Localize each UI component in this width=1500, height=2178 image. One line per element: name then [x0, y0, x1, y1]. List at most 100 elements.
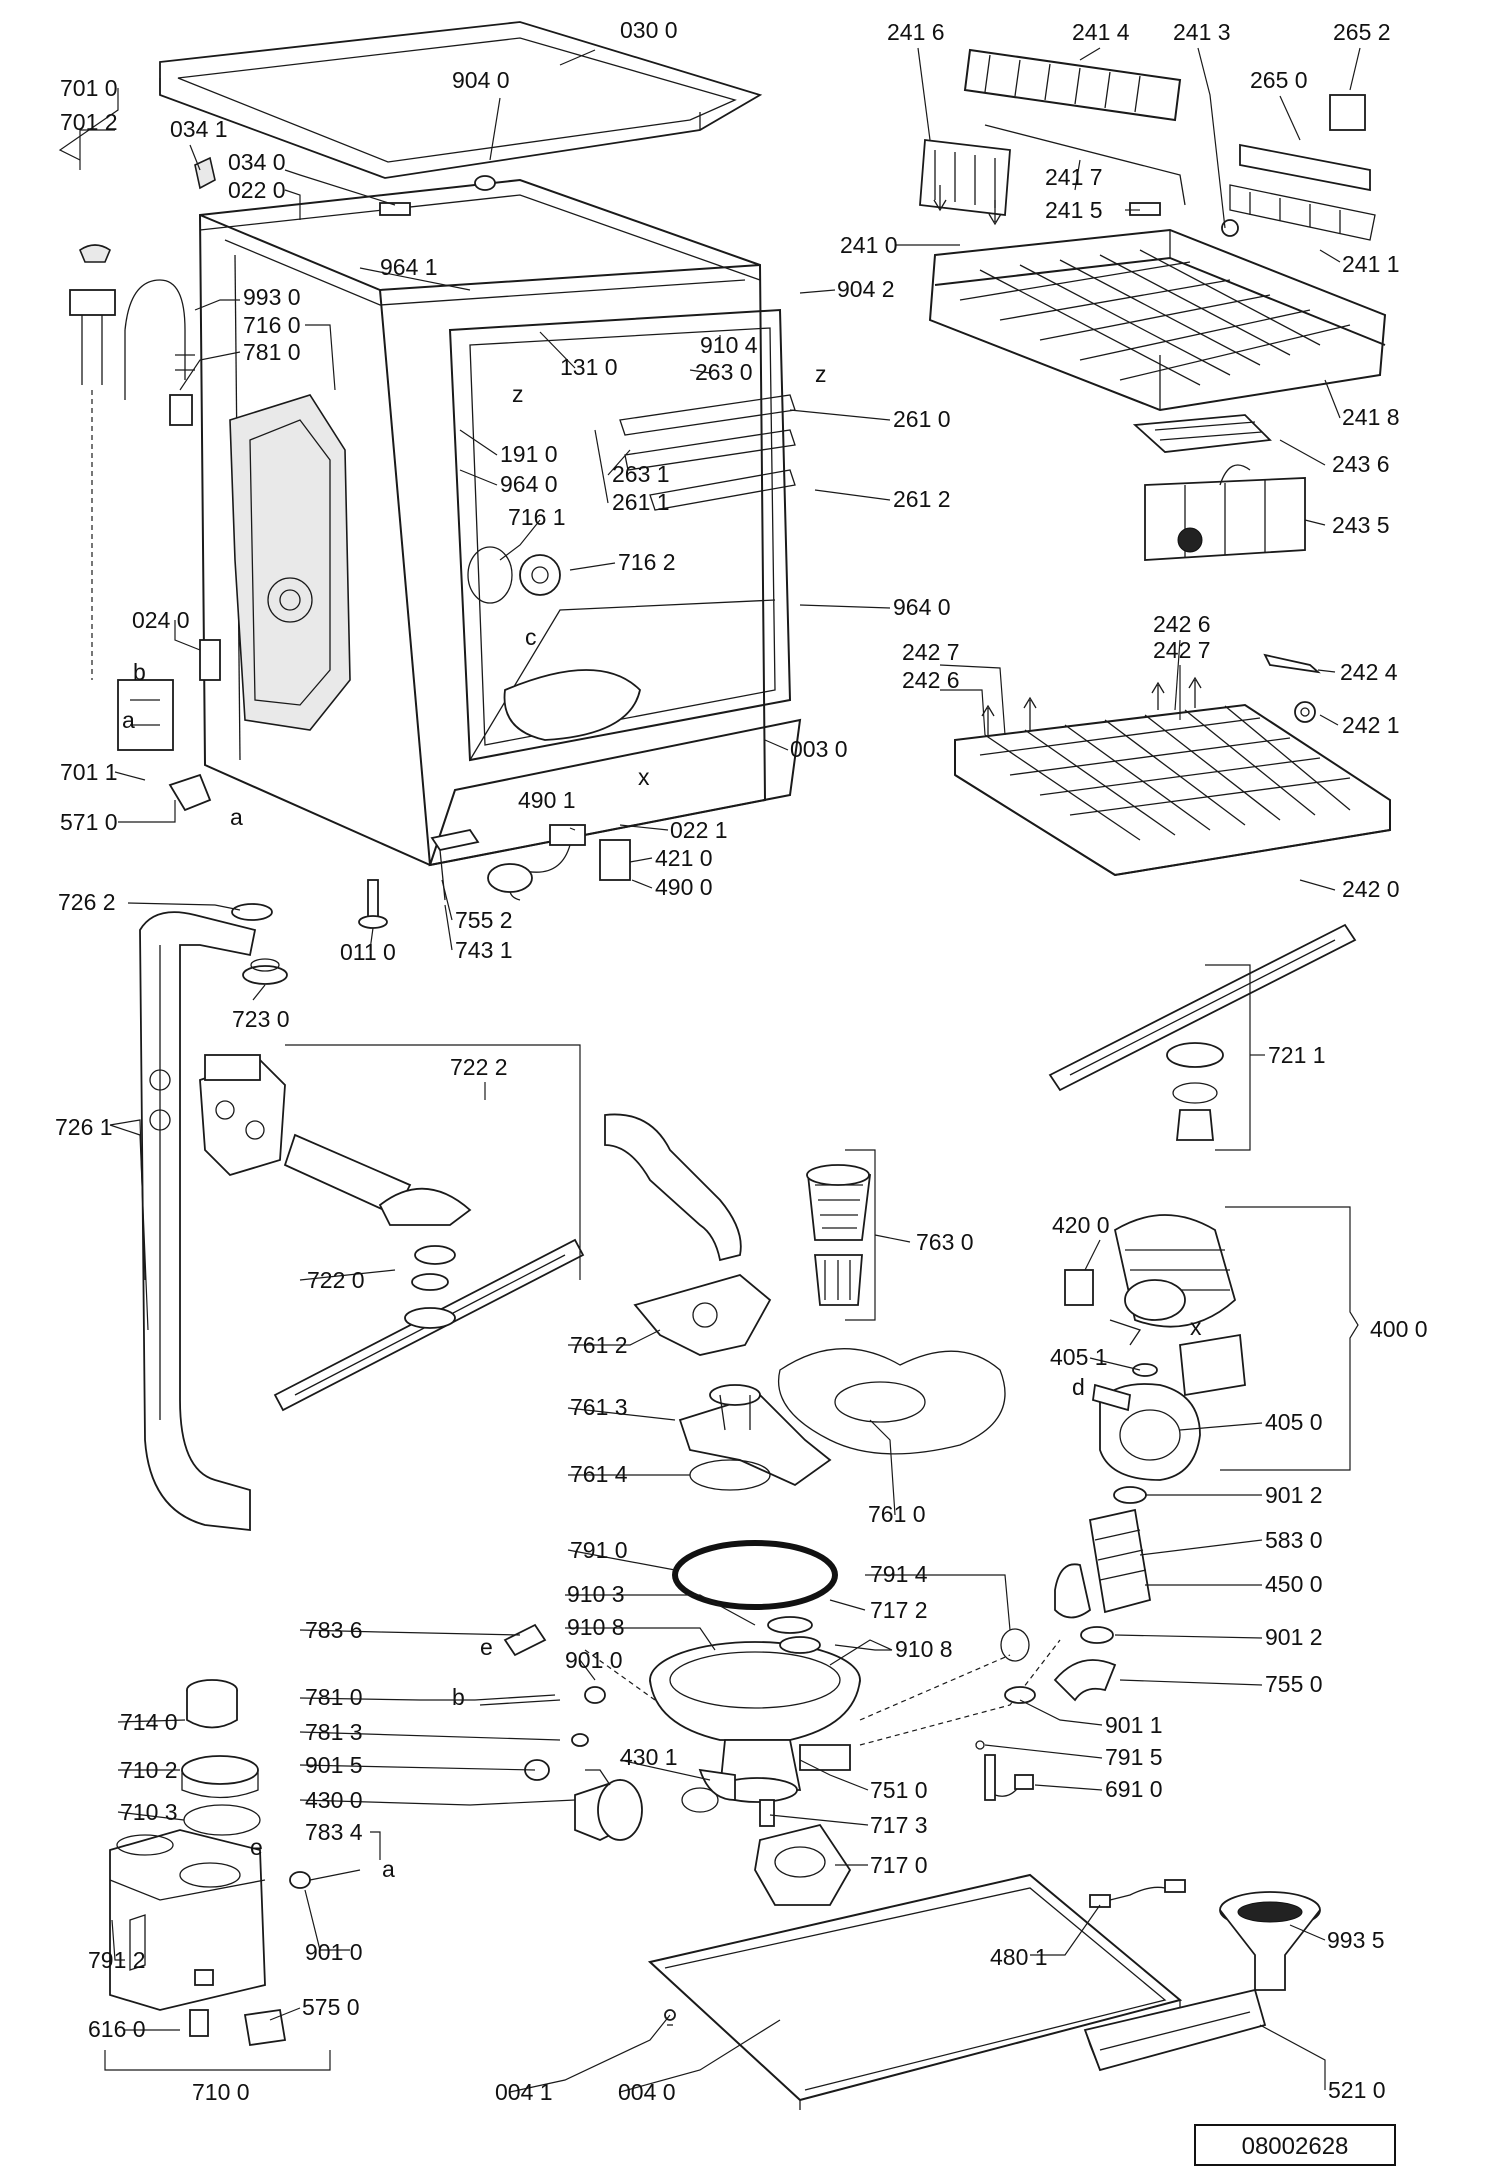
leader-line	[1030, 1904, 1101, 1956]
letter-c: c	[525, 624, 537, 650]
leader-line	[1319, 714, 1339, 726]
clips-034	[194, 156, 496, 216]
leader-line	[299, 1799, 576, 1806]
pressure-switch-405	[1132, 1333, 1246, 1397]
leader-lines	[58, 47, 1361, 2093]
part-label: 717 2	[870, 1597, 928, 1623]
leader-line	[568, 1329, 661, 1346]
leader-line	[689, 369, 711, 374]
drain-hose-761	[604, 1113, 742, 1262]
leader-line	[799, 289, 836, 294]
part-label: 405 1	[1050, 1344, 1108, 1370]
part-label: 022 1	[670, 817, 728, 843]
part-label: 263 1	[612, 461, 670, 487]
part-label: 783 6	[305, 1617, 363, 1643]
part-label: 964 1	[380, 254, 438, 280]
leader-line	[814, 489, 891, 501]
part-label: 003 0	[790, 736, 848, 762]
part-label: 261 2	[893, 486, 951, 512]
foot-011	[358, 879, 388, 929]
leader-line	[1349, 47, 1361, 91]
leader-line	[1179, 1422, 1263, 1431]
leader-line	[1324, 379, 1341, 419]
part-label: 024 0	[132, 607, 190, 633]
part-label: 242 7	[1153, 637, 1211, 663]
nut-723	[231, 903, 288, 985]
part-label: 034 1	[170, 116, 228, 142]
heater-pump-400	[1064, 1214, 1237, 1346]
leader-line	[459, 469, 498, 486]
seal-710-3	[183, 1804, 261, 1836]
basket-wheels-242-1	[1263, 653, 1321, 723]
part-label: 964 0	[500, 471, 558, 497]
leader-line	[114, 771, 146, 781]
part-label: 241 6	[887, 19, 945, 45]
part-label: 710 3	[120, 1799, 178, 1825]
heater-hose-450	[1054, 1508, 1152, 1619]
leader-line	[111, 1919, 125, 1961]
leader-line	[444, 904, 453, 951]
leader-line	[1317, 669, 1336, 673]
salt-cap-714	[186, 1679, 238, 1729]
letter-a: a	[382, 1856, 395, 1882]
part-label: 910 3	[567, 1581, 625, 1607]
funnel-993-5	[1219, 1891, 1321, 1991]
part-label: 243 6	[1332, 451, 1390, 477]
part-label: 405 0	[1265, 1409, 1323, 1435]
seal-761-4	[689, 1459, 771, 1491]
part-label: 901 1	[1105, 1712, 1163, 1738]
leader-line	[569, 827, 576, 831]
part-label: 241 4	[1072, 19, 1130, 45]
leader-line	[1119, 1679, 1263, 1686]
part-label: 400 0	[1370, 1316, 1428, 1342]
adjuster-241-5	[1129, 202, 1239, 237]
leader-line	[939, 664, 1006, 736]
part-label: 263 0	[695, 359, 753, 385]
cutlery-basket-243-5	[1144, 464, 1306, 561]
leader-line	[829, 1639, 893, 1666]
part-label: 755 2	[455, 907, 513, 933]
leader-line	[509, 2014, 671, 2093]
leader-line	[1084, 1239, 1101, 1271]
leader-line	[917, 47, 931, 141]
leader-line	[865, 1574, 1011, 1631]
part-label: 791 0	[570, 1537, 628, 1563]
leader-line	[284, 169, 396, 206]
part-label: 763 0	[916, 1229, 974, 1255]
part-label: 490 0	[655, 874, 713, 900]
part-label: 751 0	[870, 1777, 928, 1803]
circ-pump-430	[574, 1769, 643, 1841]
leader-line	[789, 409, 891, 421]
part-label: 743 1	[455, 937, 513, 963]
spray-tube-726	[139, 911, 257, 1532]
part-label: 490 1	[518, 787, 576, 813]
leader-line	[799, 1759, 869, 1791]
bracket-722	[285, 1044, 581, 1280]
part-label: 716 1	[508, 504, 566, 530]
part-label: 242 4	[1340, 659, 1398, 685]
part-label: 901 2	[1265, 1482, 1323, 1508]
part-label: 722 2	[450, 1054, 508, 1080]
leader-line	[1074, 159, 1081, 191]
leader-line	[829, 1599, 866, 1611]
part-label: 241 1	[1342, 251, 1400, 277]
leader-line	[629, 857, 653, 863]
leader-line	[252, 984, 266, 1001]
part-label: 241 0	[840, 232, 898, 258]
leader-line	[565, 1627, 716, 1651]
part-label: 571 0	[60, 809, 118, 835]
leader-line	[459, 429, 498, 456]
part-label: 781 3	[305, 1719, 363, 1745]
part-label: 993 0	[243, 284, 301, 310]
leader-line	[174, 620, 201, 651]
document-number: 08002628	[1242, 2133, 1349, 2160]
part-label: 761 4	[570, 1461, 628, 1487]
upper-basket-241	[928, 228, 1387, 412]
sump-outlet-430-1	[681, 1768, 736, 1813]
part-label: 242 7	[902, 639, 960, 665]
part-label: 242 6	[902, 667, 960, 693]
letter-a: a	[122, 707, 135, 733]
leader-line	[109, 1119, 146, 1281]
